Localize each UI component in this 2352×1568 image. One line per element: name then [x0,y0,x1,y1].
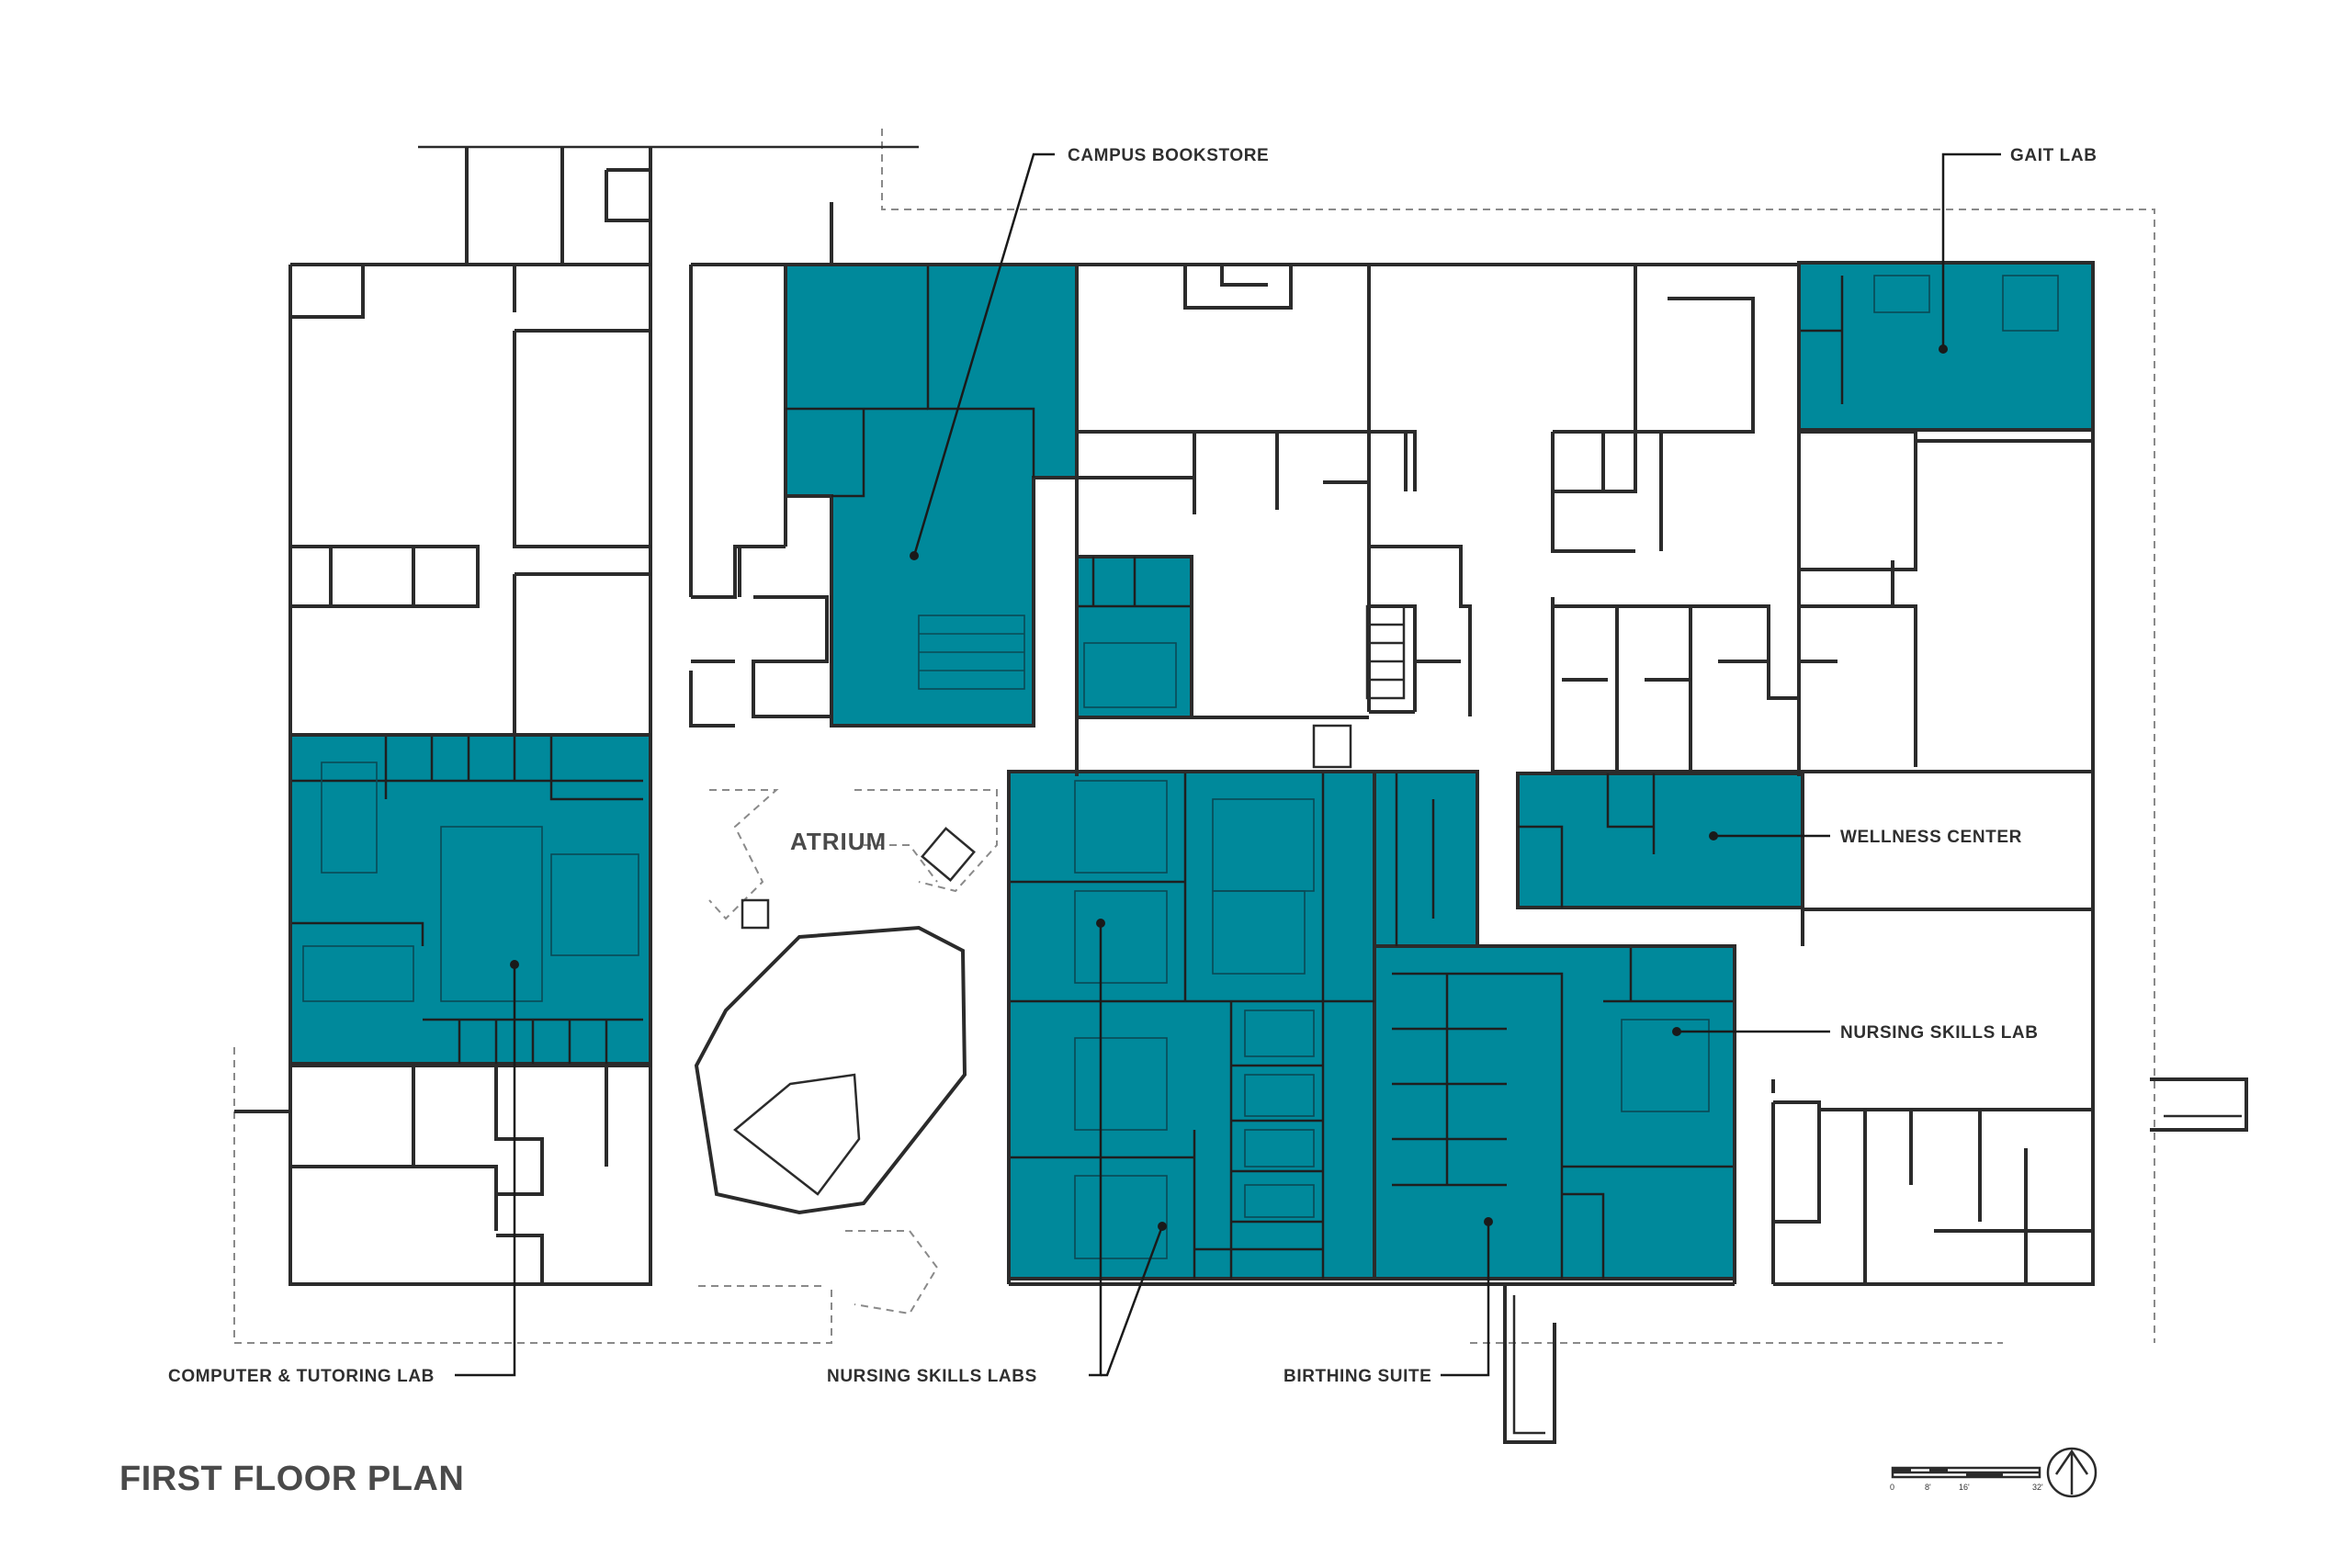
atrium-label: ATRIUM [790,828,887,855]
teal-partitions [290,265,1844,1279]
zone-corridor [1373,770,1479,948]
zone-birthing-suite [1373,944,1736,1280]
zone-wellness-center [1516,772,1804,909]
page-title: FIRST FLOOR PLAN [119,1460,464,1498]
callout-nursing-skills-lab: NURSING SKILLS LAB [1840,1023,2039,1043]
building-walls [234,145,2248,1444]
stairs [741,604,1406,930]
scale-tick-8: 8' [1925,1483,1931,1492]
callout-birthing-suite: BIRTHING SUITE [1283,1367,1431,1386]
callout-gait-lab: GAIT LAB [2010,146,2098,165]
north-arrow-icon [2046,1447,2098,1498]
scale-tick-0: 0 [1890,1483,1894,1492]
zone-nursing-skills-labs [1007,770,1376,1280]
atrium-area [694,789,998,1315]
scale-tick-16: 16' [1959,1483,1970,1492]
callout-nursing-skills-labs: NURSING SKILLS LABS [827,1367,1037,1386]
scale-bar: 0 8' 16' 32' [1890,1466,2043,1492]
zone-computer-tutoring-lab [288,733,652,1066]
callout-campus-bookstore: CAMPUS BOOKSTORE [1068,146,1269,165]
site-boundary [233,129,2155,1344]
callout-computer-tutoring-lab: COMPUTER & TUTORING LAB [168,1367,435,1386]
furniture [302,275,2059,1259]
callout-leaders [455,152,2001,1377]
scale-tick-32: 32' [2032,1483,2043,1492]
callout-wellness-center: WELLNESS CENTER [1840,828,2022,847]
